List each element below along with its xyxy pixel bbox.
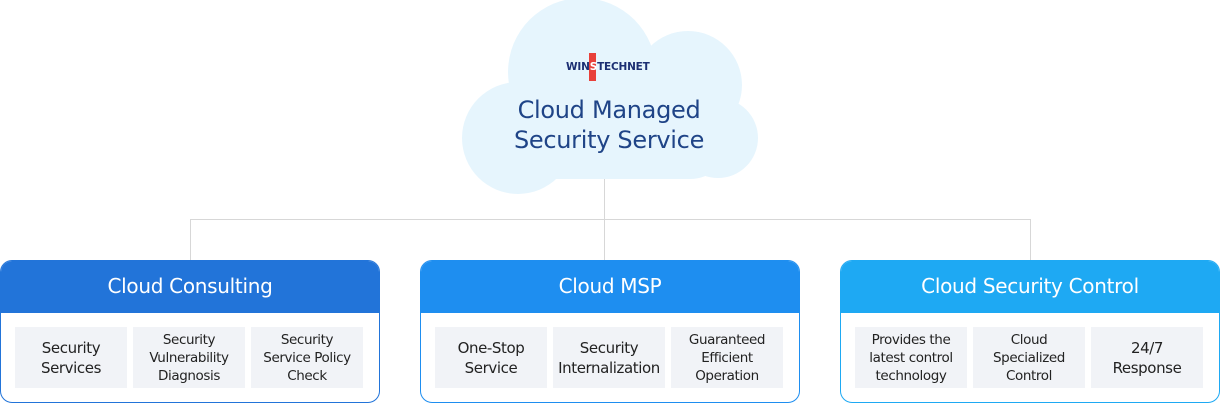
item-line: latest control [869,349,953,366]
item-line: Services [40,358,102,377]
cloud-base [500,95,730,179]
item-line: Check [287,367,327,384]
item-line: Service [464,358,518,377]
logo-text: WINSTECHNET [566,61,656,73]
item-line: Specialized [993,349,1065,366]
item-line: Service Policy [263,349,351,366]
logo-text-win: WIN [566,61,590,73]
item-line: Operation [695,367,759,384]
root-title: Cloud Managed Security Service [480,95,738,155]
branch-title: Cloud Security Control [841,261,1219,313]
item-line: Provides the [871,331,951,348]
item-line: Security [579,338,639,357]
item-line: Security [162,331,216,348]
item-line: Control [1005,367,1052,384]
item-line: Security [41,338,101,357]
item-line: Diagnosis [157,367,221,384]
root-title-line1: Cloud Managed [517,96,701,124]
logo-red-bar [589,53,596,81]
item-line: One-Stop [457,338,525,357]
connector-horizontal [190,219,1031,220]
item-line: Vulnerability [149,349,229,366]
branch-title: Cloud MSP [421,261,799,313]
item-line: Internalization [558,358,660,377]
item-line: Security [280,331,334,348]
cloud-body [462,0,758,194]
connector-right-drop [1030,219,1031,260]
item-line: technology [875,367,947,384]
item-line: Efficient [701,349,753,366]
logo-text-technet: TECHNET [597,61,650,73]
connector-left-drop [190,219,191,260]
item-line: Cloud [1010,331,1048,348]
winstechnet-logo: WINSTECHNET [566,53,656,81]
item-line: Response [1112,358,1182,377]
logo-text-s: S [589,61,598,73]
branch-title: Cloud Consulting [1,261,379,313]
root-title-line2: Security Service [513,126,705,154]
item-line: Guaranteed [688,331,766,348]
item-line: 24/7 [1130,338,1164,357]
